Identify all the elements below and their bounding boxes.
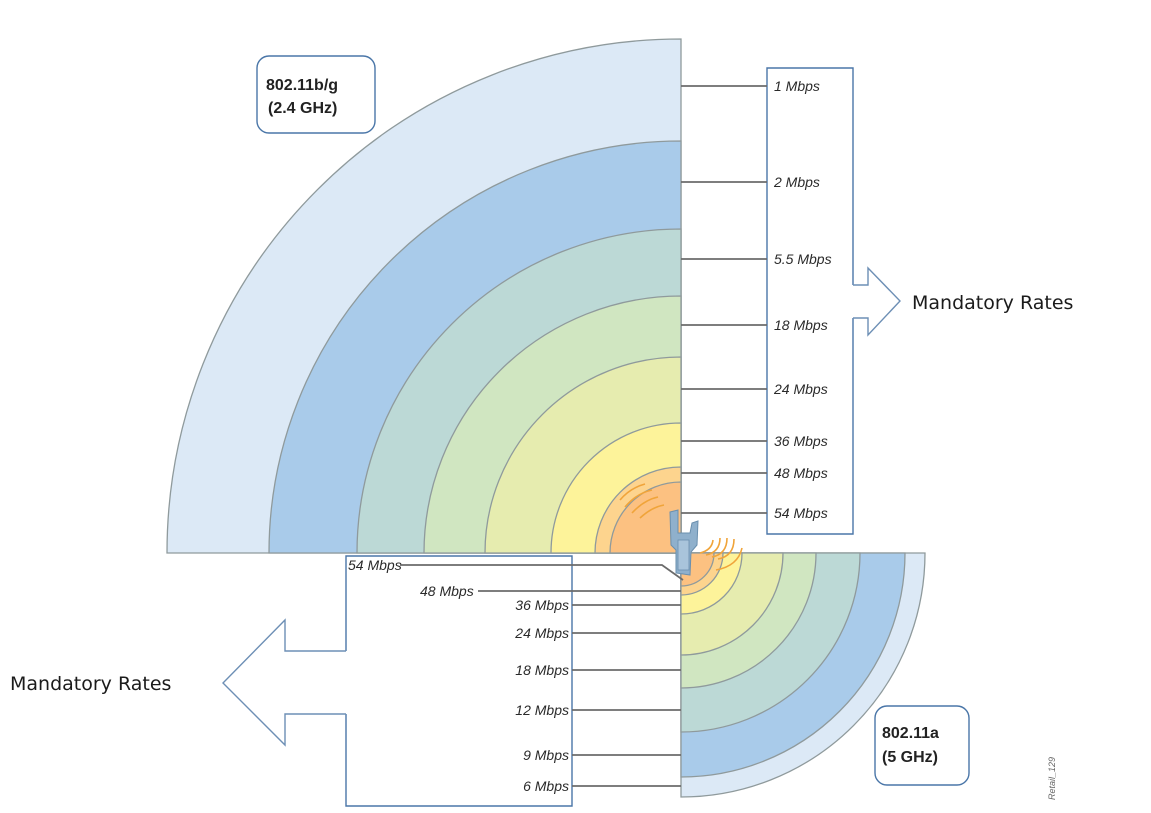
- a-rate-label: 18 Mbps: [515, 662, 569, 678]
- bg-rate-label: 24 Mbps: [773, 381, 828, 397]
- bg-rate-label: 5.5 Mbps: [774, 251, 832, 267]
- coverage-ring: [609, 481, 682, 554]
- a-rate-label: 9 Mbps: [523, 747, 569, 763]
- a-rate-label: 36 Mbps: [515, 597, 569, 613]
- a-standard-text: 802.11a: [882, 725, 939, 742]
- a-rate-leaders: 54 Mbps 48 Mbps 36 Mbps 24 Mbps 18 Mbps 12 Mb…: [348, 557, 684, 794]
- bg-rate-label: 2 Mbps: [773, 174, 820, 190]
- bg-band-label: 802.11b/g (2.4 GHz): [256, 55, 376, 134]
- a-rates-bracket: [345, 555, 573, 807]
- a-rate-label: 54 Mbps: [348, 557, 402, 573]
- a-rate-label: 48 Mbps: [420, 583, 474, 599]
- bg-rate-leaders: 1 Mbps 2 Mbps 5.5 Mbps 18 Mbps 24 Mbps 36 Mbp…: [681, 78, 832, 521]
- a-coverage-rings: [680, 552, 926, 798]
- bg-coverage-rings: [166, 38, 682, 554]
- bg-rate-label: 54 Mbps: [774, 505, 828, 521]
- a-band-label: 802.11a (5 GHz): [874, 705, 970, 786]
- mandatory-rates-right-label: Mandatory Rates: [912, 292, 1073, 314]
- rate-leader-line: [400, 564, 684, 581]
- bg-rate-label: 36 Mbps: [774, 433, 828, 449]
- bg-rate-label: 48 Mbps: [774, 465, 828, 481]
- bg-standard-text: 802.11b/g: [266, 77, 338, 94]
- right-arrow-icon: [853, 266, 901, 337]
- mandatory-rates-left-label: Mandatory Rates: [10, 673, 171, 695]
- a-rate-label: 6 Mbps: [523, 778, 569, 794]
- left-arrow-icon: [222, 618, 346, 747]
- bg-rate-label: 1 Mbps: [774, 78, 820, 94]
- a-frequency-text: (5 GHz): [882, 749, 938, 766]
- figure-credit: Retail_129: [1047, 757, 1057, 800]
- bg-rate-label: 18 Mbps: [774, 317, 828, 333]
- a-rate-label: 24 Mbps: [514, 625, 569, 641]
- bg-rates-bracket: [766, 67, 854, 535]
- bg-frequency-text: (2.4 GHz): [268, 100, 337, 117]
- access-point-icon: [619, 483, 743, 576]
- a-rate-label: 12 Mbps: [515, 702, 569, 718]
